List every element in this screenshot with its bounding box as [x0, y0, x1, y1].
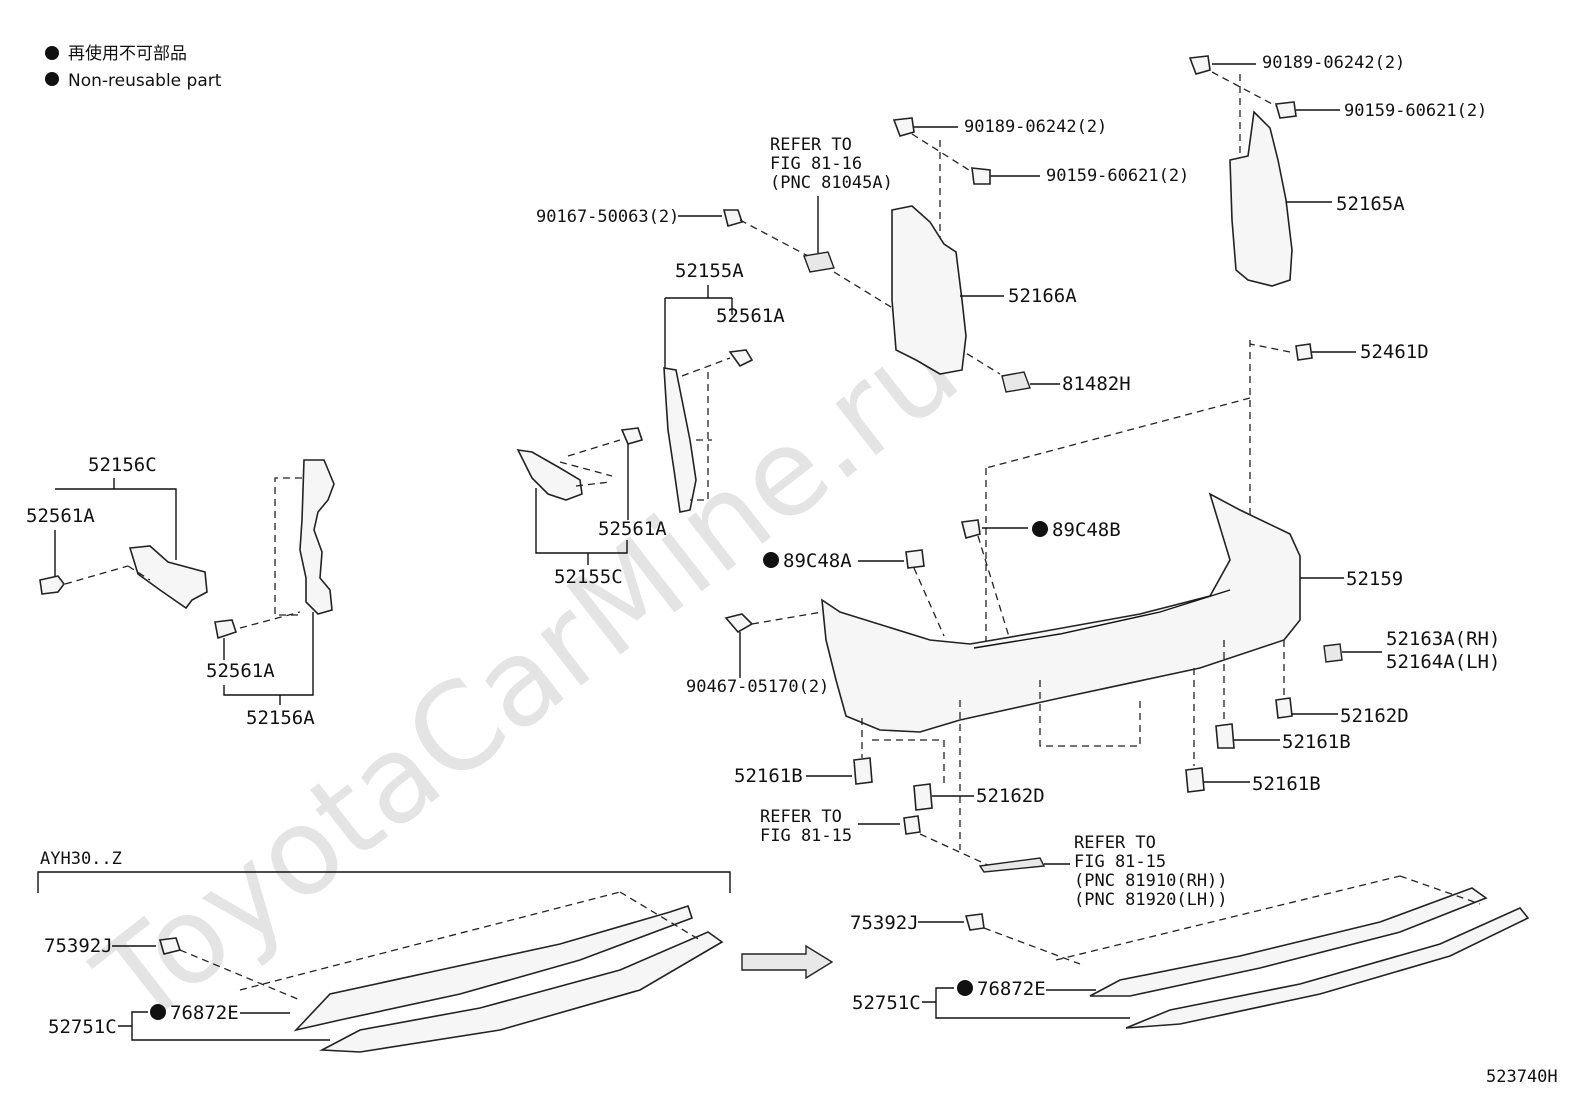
non-reusable-dot-icon — [1032, 521, 1048, 537]
label-81482H[interactable]: 81482H — [1062, 373, 1131, 395]
label-52156C[interactable]: 52156C — [88, 454, 157, 476]
part-step-pad-right-group[interactable]: 75392J 76872E 52751C — [850, 875, 1530, 1029]
reflector-icon — [978, 857, 1046, 873]
clip-icon — [971, 167, 991, 185]
bumper-cover-52159[interactable] — [821, 492, 1301, 733]
non-reusable-dot-icon — [45, 46, 59, 60]
clip-icon — [728, 349, 754, 368]
clip-icon — [39, 575, 65, 595]
label-refer-fig-81-15-a[interactable]: REFER TO — [760, 807, 842, 827]
part-52165A-group[interactable]: 90189-06242(2) 90159-60621(2) 52165A — [1188, 53, 1487, 287]
bracket-52155A[interactable] — [663, 367, 697, 513]
bracket-52156A[interactable] — [299, 459, 335, 615]
arrow-right-icon — [741, 944, 834, 980]
label-refer-fig-81-16-c[interactable]: (PNC 81045A) — [770, 173, 893, 193]
label-52161B[interactable]: 52161B — [1282, 731, 1351, 753]
part-52155-group[interactable]: 52155A 52561A 52561A 52155C — [516, 260, 785, 588]
extension-52165A[interactable] — [1229, 110, 1293, 287]
label-pnc-81910-rh[interactable]: (PNC 81910(RH)) — [1074, 871, 1228, 891]
label-75392J[interactable]: 75392J — [850, 912, 919, 934]
clip-icon — [1275, 697, 1293, 719]
part-52156C-group[interactable]: 52156C 52561A 52561A 52156A — [26, 454, 335, 729]
clip-icon — [1295, 343, 1313, 361]
extension-52166A[interactable] — [891, 205, 967, 375]
reflector-icon — [1001, 371, 1031, 393]
clip-icon — [961, 519, 981, 539]
label-76872E[interactable]: 76872E — [977, 978, 1046, 1000]
clip-icon — [905, 549, 925, 569]
label-90189-06242[interactable]: 90189-06242(2) — [1262, 53, 1405, 73]
label-52155A[interactable]: 52155A — [675, 260, 744, 282]
clip-icon — [913, 783, 933, 811]
clip-icon — [1274, 101, 1297, 119]
clip-icon — [964, 913, 985, 931]
figure-code: 523740H — [1486, 1067, 1558, 1087]
label-refer-fig-81-16-a[interactable]: REFER TO — [770, 135, 852, 155]
bumper-step-52751C[interactable] — [1125, 907, 1530, 1029]
clip-icon — [722, 209, 744, 227]
clip-icon — [620, 427, 644, 445]
non-reusable-dot-icon — [957, 980, 973, 996]
clip-icon — [1185, 767, 1205, 793]
label-52751C[interactable]: 52751C — [48, 1016, 117, 1038]
part-52159-group[interactable]: 52461D 89C48B 89C48A 52159 90467-05170(2… — [686, 340, 1500, 910]
label-52561A[interactable]: 52561A — [598, 518, 667, 540]
bumper-step-52751C[interactable] — [319, 931, 724, 1053]
label-refer-fig-81-15-b[interactable]: FIG 81-15 — [760, 826, 852, 846]
clip-icon — [1188, 55, 1211, 75]
legend-jp: 再使用不可部品 — [68, 43, 187, 64]
label-52156A[interactable]: 52156A — [246, 707, 315, 729]
label-75392J[interactable]: 75392J — [44, 935, 113, 957]
label-52751C[interactable]: 52751C — [852, 992, 921, 1014]
step-pad-76872E[interactable] — [1089, 887, 1488, 997]
non-reusable-dot-icon — [45, 72, 59, 86]
legend-en: Non-reusable part — [68, 71, 222, 91]
reflector-icon — [803, 251, 835, 273]
label-52166A[interactable]: 52166A — [1008, 285, 1077, 307]
label-52165A[interactable]: 52165A — [1336, 193, 1405, 215]
label-pnc-81920-lh[interactable]: (PNC 81920(LH)) — [1074, 890, 1228, 910]
label-52162D[interactable]: 52162D — [1340, 705, 1409, 727]
label-90189-06242[interactable]: 90189-06242(2) — [964, 117, 1107, 137]
label-52161B[interactable]: 52161B — [1252, 773, 1321, 795]
label-52159[interactable]: 52159 — [1346, 568, 1403, 590]
clip-icon — [892, 117, 915, 137]
clip-icon — [1215, 723, 1235, 749]
part-52166A-group[interactable]: 90167-50063(2) REFER TO FIG 81-16 (PNC 8… — [536, 117, 1189, 395]
label-52561A[interactable]: 52561A — [716, 305, 785, 327]
part-step-pad-left-group[interactable]: AYH30..Z 75392J 76872E 52751C — [37, 849, 834, 1053]
legend: 再使用不可部品 Non-reusable part — [45, 43, 222, 91]
label-52155C[interactable]: 52155C — [554, 566, 623, 588]
label-90159-60621[interactable]: 90159-60621(2) — [1046, 166, 1189, 186]
label-90467-05170[interactable]: 90467-05170(2) — [686, 677, 829, 697]
clip-icon — [724, 613, 754, 634]
label-52561A[interactable]: 52561A — [26, 505, 95, 527]
label-52163A-RH[interactable]: 52163A(RH) — [1386, 628, 1500, 650]
label-52461D[interactable]: 52461D — [1360, 341, 1429, 363]
clip-icon — [214, 619, 238, 640]
non-reusable-dot-icon — [150, 1004, 166, 1020]
label-90159-60621[interactable]: 90159-60621(2) — [1344, 101, 1487, 121]
label-52164A-LH[interactable]: 52164A(LH) — [1386, 651, 1500, 673]
label-52161B[interactable]: 52161B — [734, 765, 803, 787]
non-reusable-dot-icon — [763, 552, 779, 568]
label-89C48B[interactable]: 89C48B — [1052, 519, 1121, 541]
label-89C48A[interactable]: 89C48A — [783, 550, 852, 572]
step-pad-76872E[interactable] — [293, 904, 694, 1032]
variant-label: AYH30..Z — [40, 849, 122, 869]
label-52561A[interactable]: 52561A — [206, 660, 275, 682]
label-52162D[interactable]: 52162D — [976, 785, 1045, 807]
clip-icon — [903, 815, 921, 835]
label-76872E[interactable]: 76872E — [170, 1002, 239, 1024]
clip-icon — [853, 757, 873, 785]
bracket-52156C[interactable] — [128, 545, 208, 610]
label-refer-fig-81-16-b[interactable]: FIG 81-16 — [770, 154, 862, 174]
bracket-52155C[interactable] — [516, 448, 583, 501]
label-90167-50063[interactable]: 90167-50063(2) — [536, 207, 679, 227]
label-refer-fig-81-15-c[interactable]: REFER TO — [1074, 833, 1156, 853]
cover-icon — [1323, 643, 1343, 663]
label-refer-fig-81-15-d[interactable]: FIG 81-15 — [1074, 852, 1166, 872]
